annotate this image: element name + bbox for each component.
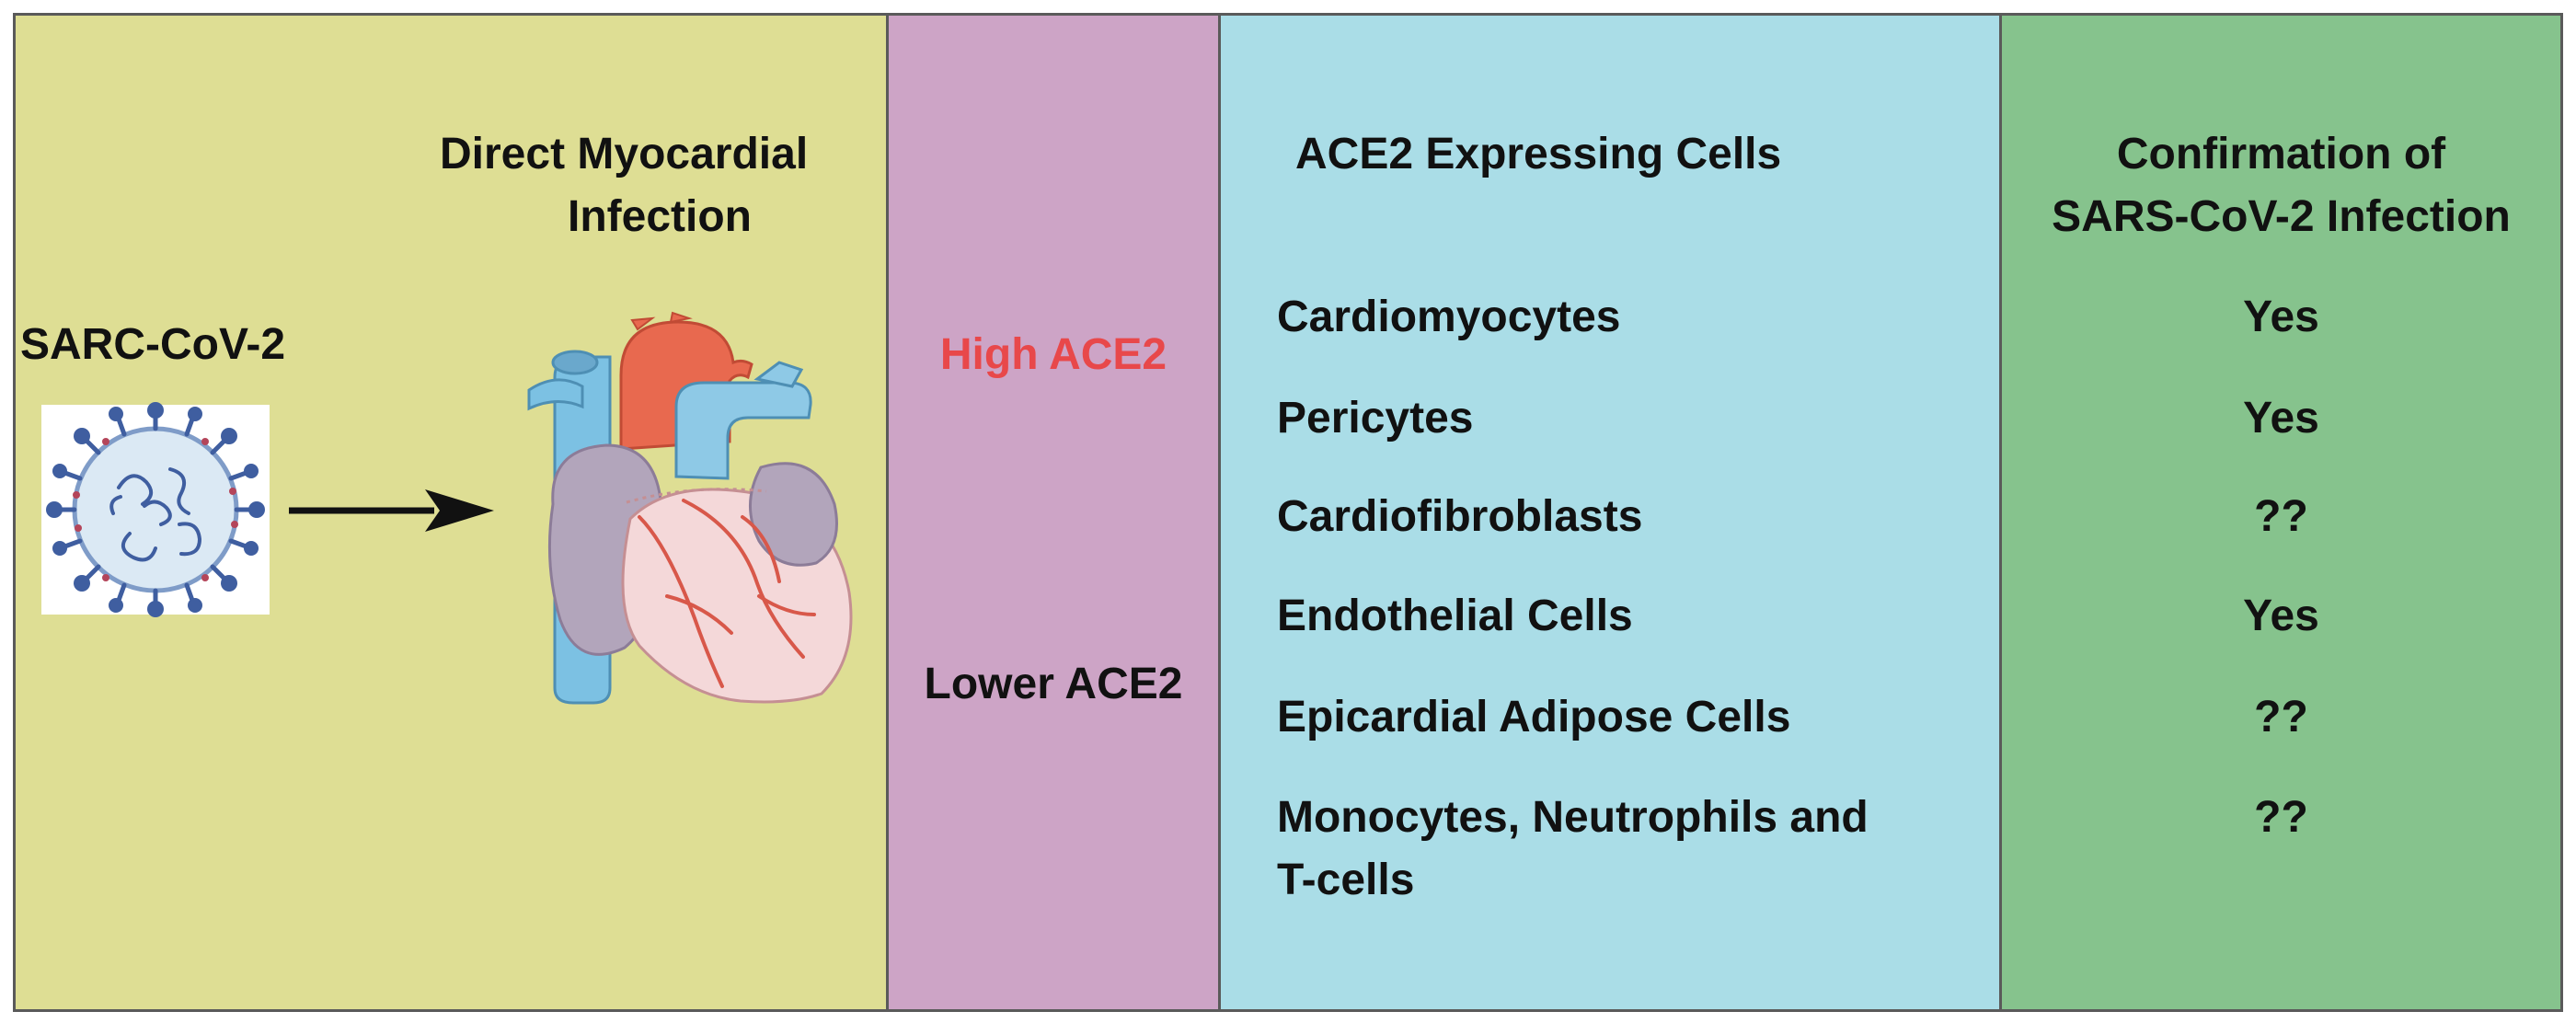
confirmation-pericytes: Yes <box>2243 394 2319 443</box>
high-ace2-label: High ACE2 <box>939 330 1167 379</box>
cell-row-endothelial: Endothelial Cells <box>1277 592 1633 640</box>
confirmation-epicardial-adipose: ?? <box>2254 693 2308 741</box>
confirmation-header-line1: Confirmation of <box>2116 130 2446 178</box>
infection-title-line2: Infection <box>568 192 752 241</box>
confirmation-cardiofibroblasts: ?? <box>2254 492 2308 541</box>
cell-row-immune-line2: T-cells <box>1277 856 1415 904</box>
cells-header: ACE2 Expressing Cells <box>1295 130 1782 178</box>
confirmation-cardiomyocytes: Yes <box>2243 293 2319 341</box>
confirmation-header-line2: SARS-CoV-2 Infection <box>2052 192 2511 241</box>
coronavirus-icon <box>41 402 270 617</box>
virus-label: SARC-CoV-2 <box>20 320 286 369</box>
cell-row-immune-line1: Monocytes, Neutrophils and <box>1277 793 1869 842</box>
ace2-level-panel <box>886 13 1221 1012</box>
anatomical-heart-icon <box>527 311 853 705</box>
confirmation-immune: ?? <box>2254 793 2308 842</box>
cell-row-pericytes: Pericytes <box>1277 394 1474 443</box>
confirmation-panel <box>1999 13 2563 1012</box>
cell-row-cardiofibroblasts: Cardiofibroblasts <box>1277 492 1643 541</box>
cells-panel <box>1218 13 2002 1012</box>
confirmation-endothelial: Yes <box>2243 592 2319 640</box>
cell-row-epicardial-adipose: Epicardial Adipose Cells <box>1277 693 1791 741</box>
cell-row-cardiomyocytes: Cardiomyocytes <box>1277 293 1621 341</box>
infection-title-line1: Direct Myocardial <box>440 130 809 178</box>
lower-ace2-label: Lower ACE2 <box>924 660 1183 708</box>
right-arrow-icon <box>289 489 494 532</box>
